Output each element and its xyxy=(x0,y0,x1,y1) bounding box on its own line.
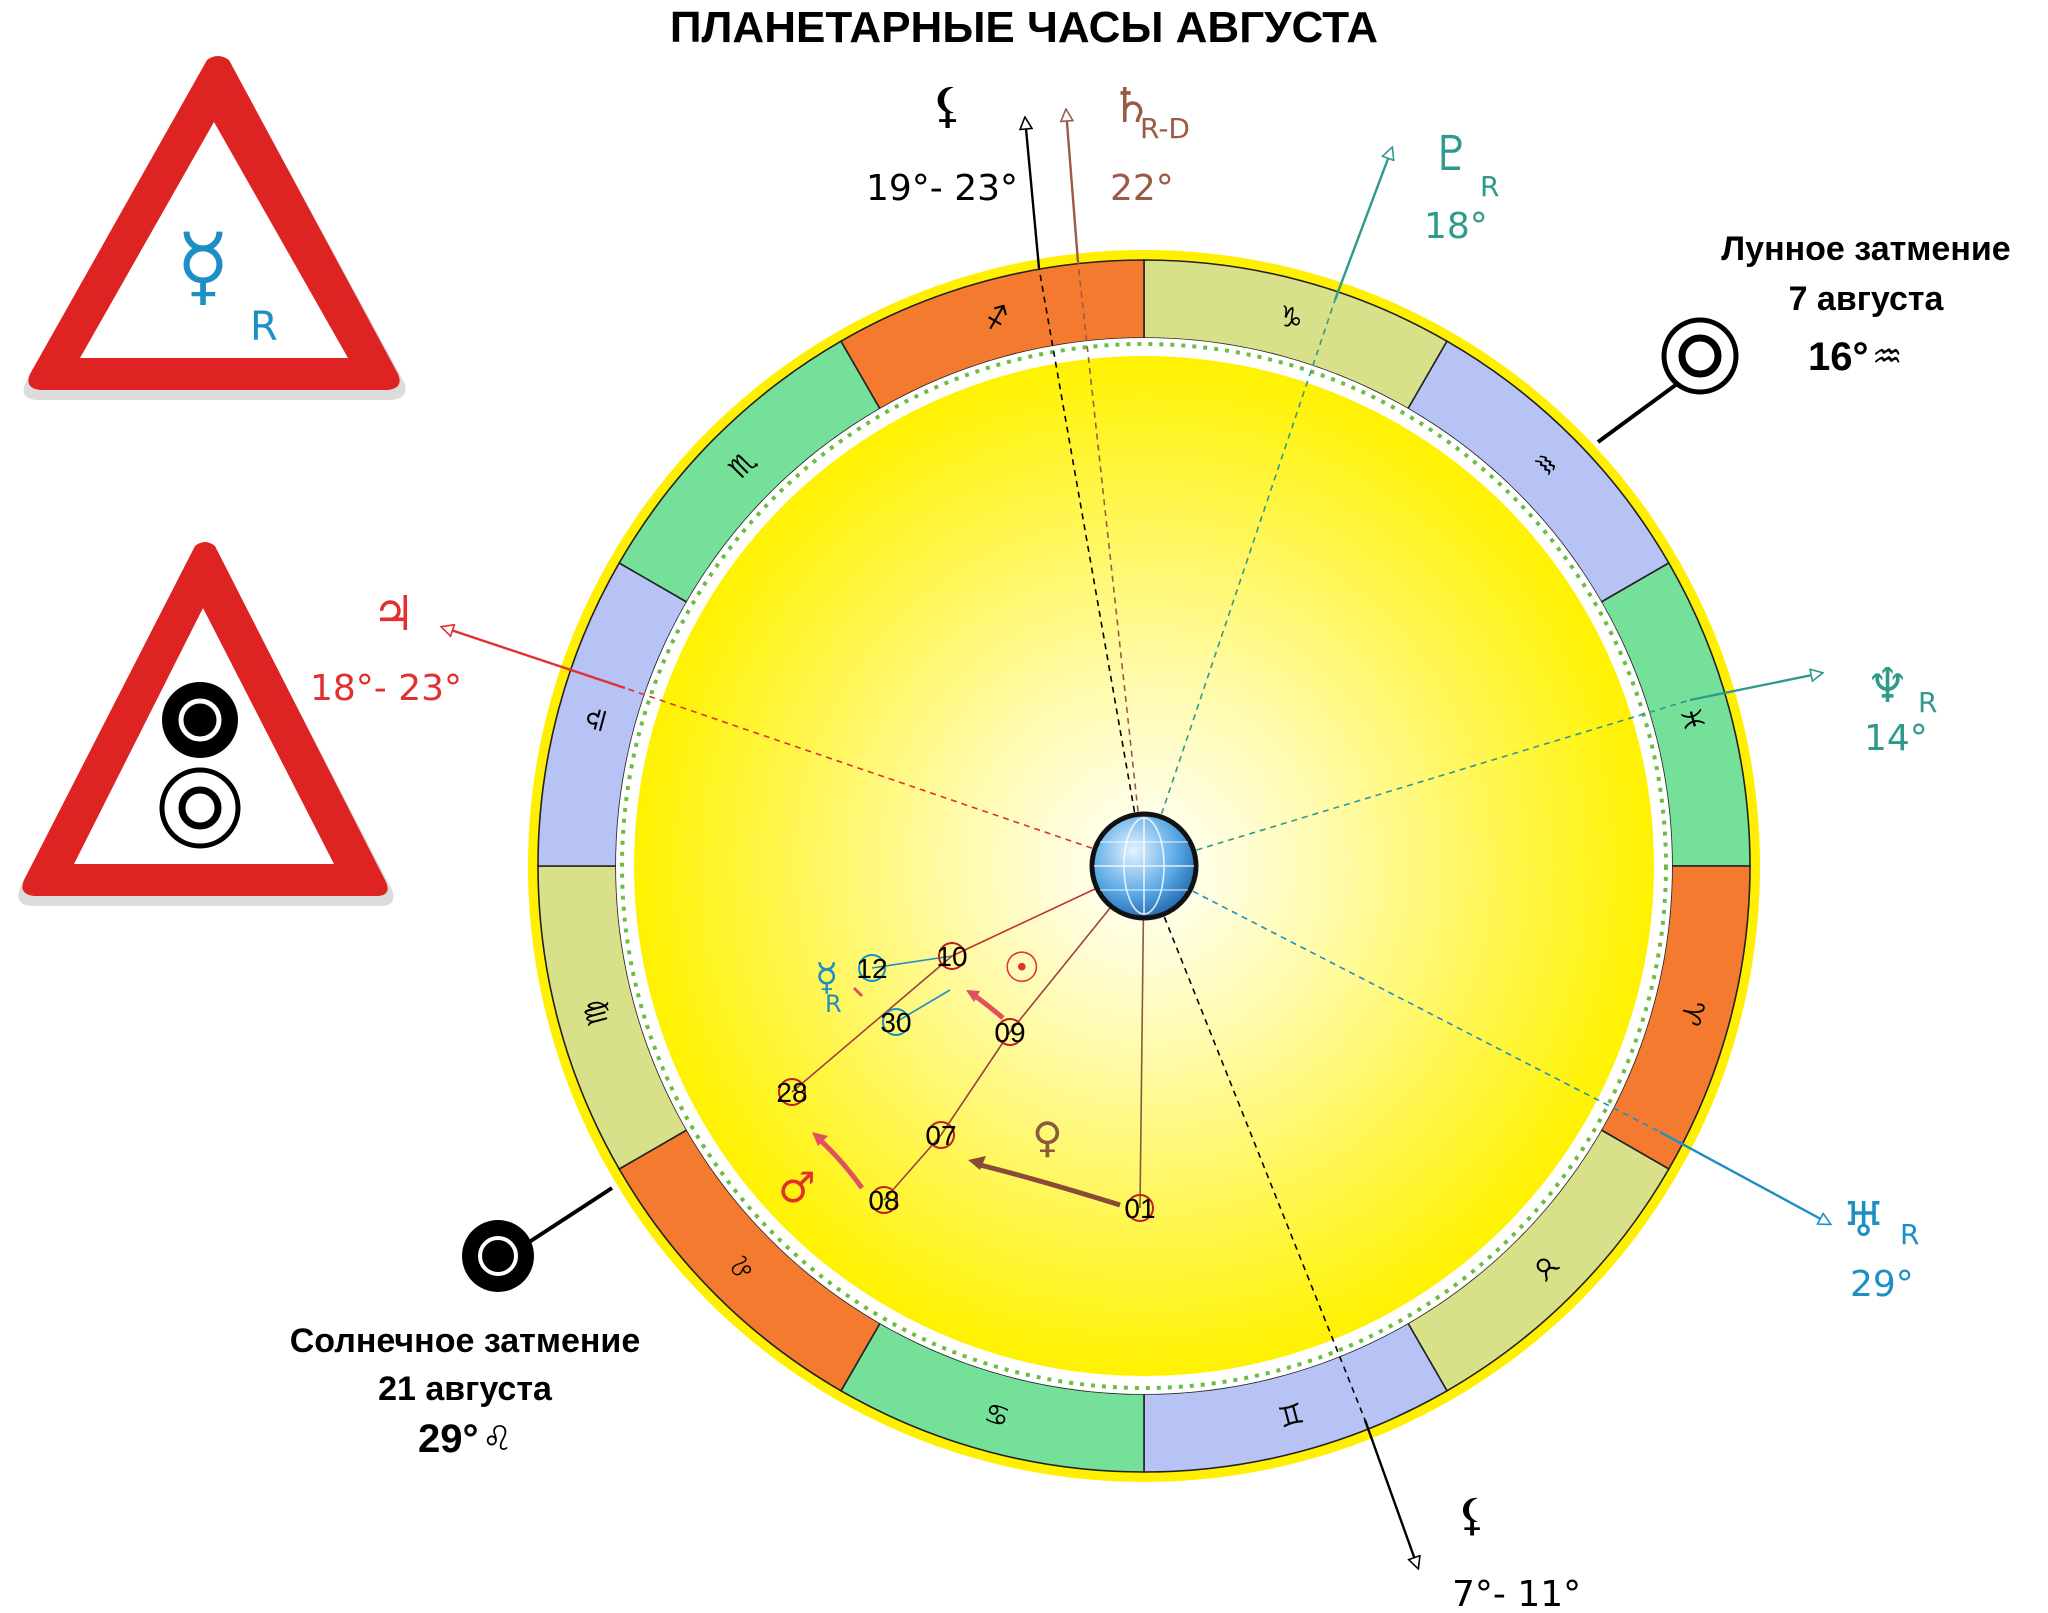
solar-eclipse-date: 21 августа xyxy=(378,1370,553,1408)
date-marker-ring xyxy=(882,1008,910,1036)
uranus-degrees: 29° xyxy=(1850,1264,1914,1305)
warning-sign-eclipses xyxy=(18,542,394,906)
warning-sign-mercury: ☿ R xyxy=(23,56,406,400)
saturn-icon: ♄ xyxy=(1110,78,1153,134)
venus-icon: ♀ xyxy=(1032,1113,1063,1162)
page-title: ПЛАНЕТАРНЫЕ ЧАСЫ АВГУСТА xyxy=(670,3,1378,52)
saturn-status: R-D xyxy=(1140,112,1190,145)
date-marker-label: 07 xyxy=(925,1120,956,1151)
mercury-inner: ☿ R xyxy=(815,955,842,1018)
lilith-icon: ⚸ xyxy=(930,78,965,134)
uranus-label: ♅ R 29° xyxy=(1842,1192,1919,1305)
lilith-south: ⚸ 7°- 11° xyxy=(1452,1490,1581,1613)
jupiter-icon: ♃ xyxy=(372,586,415,642)
date-marker-ring xyxy=(938,942,966,970)
date-marker-label: 09 xyxy=(994,1017,1025,1048)
date-marker-label: 28 xyxy=(776,1077,807,1108)
lunar-eclipse-title: Лунное затмение xyxy=(1721,230,2010,268)
lunar-eclipse-date: 7 августа xyxy=(1789,280,1945,318)
uranus-retro: R xyxy=(1900,1218,1919,1251)
jupiter-degrees: 18°- 23° xyxy=(310,668,462,709)
lunar-eclipse-icon xyxy=(159,767,241,849)
date-marker-label: 10 xyxy=(936,941,967,972)
dotted-circle xyxy=(620,342,1668,1390)
date-marker-ring xyxy=(996,1018,1024,1046)
date-marker-label: 01 xyxy=(1124,1193,1155,1224)
jupiter-label: ♃ 18°- 23° xyxy=(310,586,462,709)
lilith-degrees: 19°- 23° xyxy=(866,168,1018,209)
zodiac-ring: ♑♒♓♈♉♊♋♌♍♎♏♐ xyxy=(537,259,1751,1473)
lunar-eclipse: Лунное затмение 7 августа 16° ♒ xyxy=(1596,230,2011,444)
date-marker-label: 30 xyxy=(880,1007,911,1038)
date-marker-label: 08 xyxy=(868,1185,899,1216)
date-marker-label: 12 xyxy=(856,953,887,984)
pluto-retro: R xyxy=(1480,170,1499,203)
lilith-south-icon: ⚸ xyxy=(1456,1490,1488,1541)
aquarius-icon: ♒ xyxy=(1872,337,1902,377)
date-marker-ring xyxy=(858,954,886,982)
neptune-retro: R xyxy=(1918,686,1937,719)
solar-eclipse-degree: 29° xyxy=(418,1417,479,1461)
neptune-icon: ♆ xyxy=(1866,658,1909,714)
pluto-icon: ♇ xyxy=(1430,126,1473,182)
earth-globe-icon xyxy=(1089,811,1199,921)
pluto-label: ♇ R 18° xyxy=(1424,126,1499,247)
uranus-icon: ♅ xyxy=(1842,1192,1885,1248)
saturn-label: ♄ R-D 22° xyxy=(1110,78,1190,209)
mercury-retro-label: R xyxy=(825,990,842,1018)
saturn-degrees: 22° xyxy=(1110,168,1174,209)
mercury-icon: ☿ xyxy=(815,955,838,999)
sun-icon: ☉ xyxy=(1003,943,1041,992)
date-marker-ring xyxy=(870,1186,898,1214)
date-marker-ring xyxy=(927,1121,955,1149)
planet-lines xyxy=(442,110,1830,1568)
lilith-north: ⚸ 19°- 23° xyxy=(866,78,1018,209)
warning-mercury-icon: ☿ xyxy=(176,214,230,317)
full-moon-icon xyxy=(1661,317,1739,395)
date-marker-ring xyxy=(778,1078,806,1106)
leo-icon: ♌ xyxy=(482,1419,512,1459)
lilith-south-degrees: 7°- 11° xyxy=(1452,1574,1581,1613)
solar-eclipse: Солнечное затмение 21 августа 29° ♌ xyxy=(290,1186,641,1461)
solar-eclipse-title: Солнечное затмение xyxy=(290,1322,641,1360)
mars-icon: ♂ xyxy=(778,1163,816,1212)
date-markers: 10 12 30 09 28 07 08 01 xyxy=(776,941,1155,1224)
warning-mercury-retro: R xyxy=(250,304,278,350)
date-marker-ring xyxy=(1126,1194,1154,1222)
lunar-eclipse-degree: 16° xyxy=(1808,335,1869,379)
inner-date-lines xyxy=(791,865,1145,1209)
pluto-degrees: 18° xyxy=(1424,206,1488,247)
neptune-degrees: 14° xyxy=(1864,718,1928,759)
neptune-label: ♆ R 14° xyxy=(1864,658,1937,759)
